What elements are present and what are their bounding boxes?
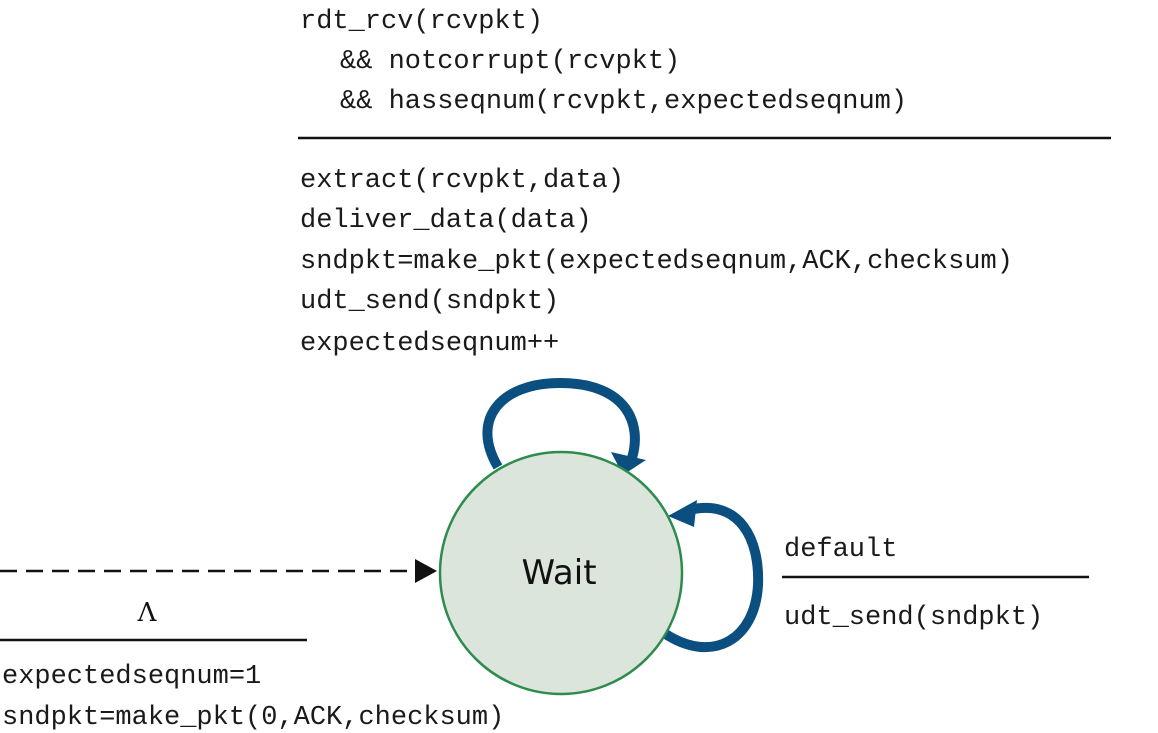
top-condition-line-2: && notcorrupt(rcvpkt) xyxy=(340,47,680,77)
top-condition-line-1: rdt_rcv(rcvpkt) xyxy=(300,7,543,37)
right-condition: default xyxy=(784,535,897,565)
top-loop-arrowhead xyxy=(611,452,646,475)
top-loop-arc xyxy=(482,377,640,470)
right-loop-arrowhead xyxy=(668,500,697,527)
initial-arrowhead xyxy=(415,559,437,583)
top-action-line-4: udt_send(sndpkt) xyxy=(300,287,559,317)
right-transition: default udt_send(sndpkt) xyxy=(782,535,1089,633)
right-loop-arc xyxy=(661,503,764,653)
state-label: Wait xyxy=(521,553,596,593)
state-wait: Wait xyxy=(438,450,684,696)
top-condition-line-3: && hasseqnum(rcvpkt,expectedseqnum) xyxy=(340,87,907,117)
top-self-loop xyxy=(482,377,646,475)
top-action-line-2: deliver_data(data) xyxy=(300,206,592,236)
initial-action-line-2: sndpkt=make_pkt(0,ACK,checksum) xyxy=(2,703,504,733)
top-action-line-1: extract(rcvpkt,data) xyxy=(300,166,624,196)
initial-action-line-1: expectedseqnum=1 xyxy=(2,662,261,692)
top-transition: rdt_rcv(rcvpkt) && notcorrupt(rcvpkt) &&… xyxy=(298,7,1111,359)
initial-condition-lambda: Λ xyxy=(137,598,158,628)
right-action: udt_send(sndpkt) xyxy=(784,603,1043,633)
top-action-line-5: expectedseqnum++ xyxy=(300,329,559,359)
top-action-line-3: sndpkt=make_pkt(expectedseqnum,ACK,check… xyxy=(300,247,1013,277)
state-circle xyxy=(438,450,684,696)
right-self-loop xyxy=(661,500,764,653)
initial-transition: Λ expectedseqnum=1 sndpkt=make_pkt(0,ACK… xyxy=(0,559,504,733)
